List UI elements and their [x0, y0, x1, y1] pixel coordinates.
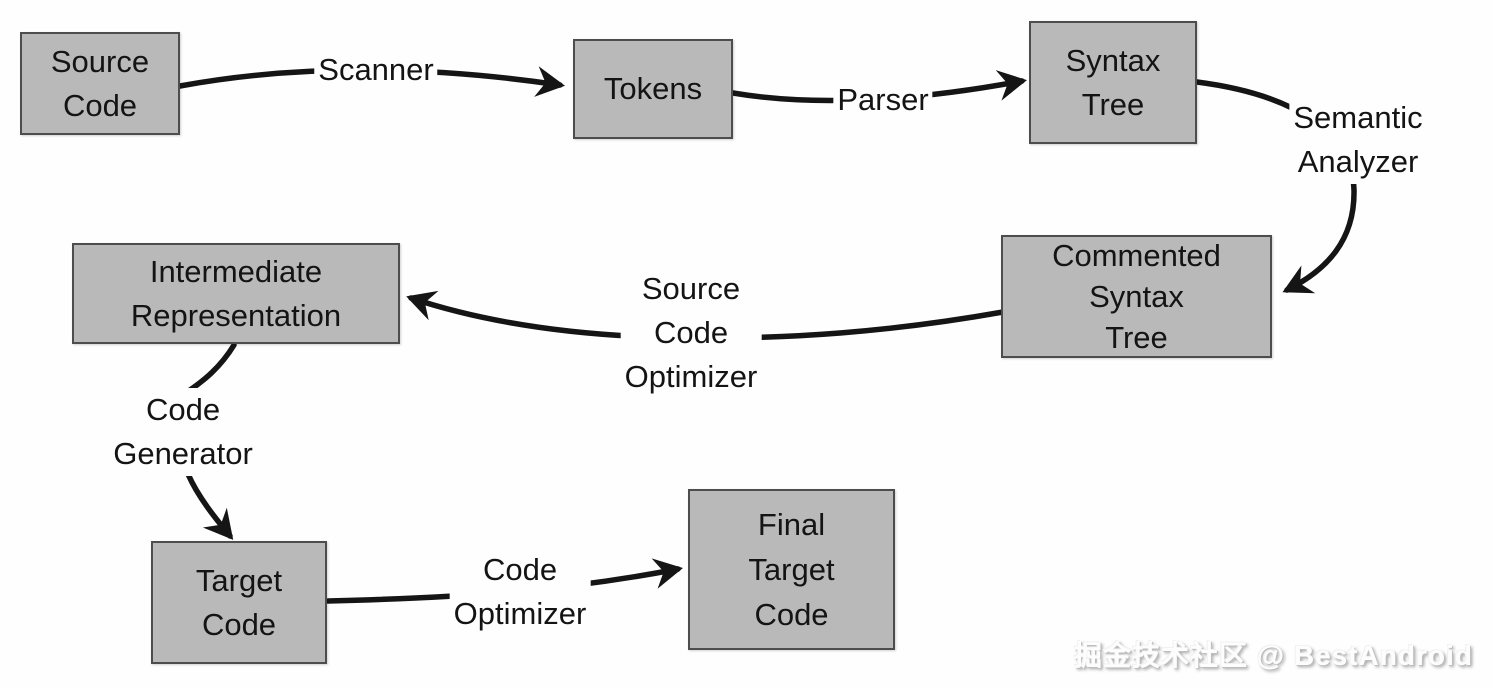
node-target-code: Target Code [151, 541, 327, 664]
node-intermediate-representation: Intermediate Representation [72, 243, 400, 344]
edge-label-code-optimizer: Code Optimizer [449, 548, 591, 636]
node-commented-syntax-tree: Commented Syntax Tree [1001, 235, 1272, 358]
edge-label-semantic-analyzer: Semantic Analyzer [1289, 96, 1427, 184]
edge-label-code-generator: Code Generator [109, 388, 257, 476]
watermark-text: 掘金技术社区 @ BestAndroid [1074, 640, 1473, 671]
arrow-code-generator-upper [187, 342, 237, 393]
node-source-code: Source Code [20, 32, 180, 135]
arrow-code-generator-lower [185, 471, 234, 540]
edge-label-parser: Parser [833, 78, 933, 122]
edge-label-source-code-optimizer: Source Code Optimizer [620, 267, 762, 399]
node-tokens: Tokens [573, 39, 733, 139]
node-syntax-tree: Syntax Tree [1029, 21, 1197, 144]
edge-label-scanner: Scanner [314, 48, 438, 92]
node-final-target-code: Final Target Code [688, 489, 895, 650]
